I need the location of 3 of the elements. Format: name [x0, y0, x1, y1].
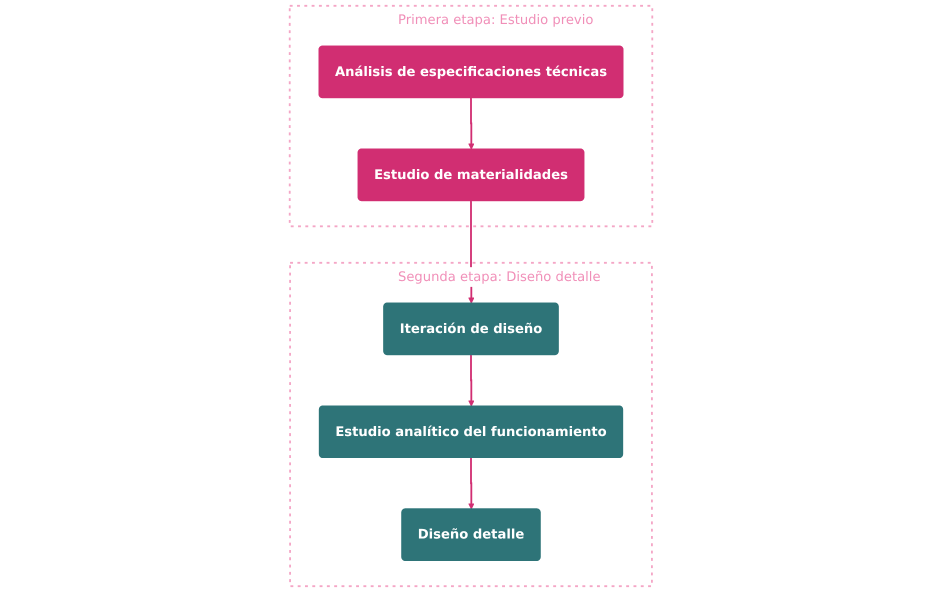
arrow: [468, 354, 475, 407]
arrow: [468, 97, 475, 150]
arrow: [468, 457, 475, 510]
